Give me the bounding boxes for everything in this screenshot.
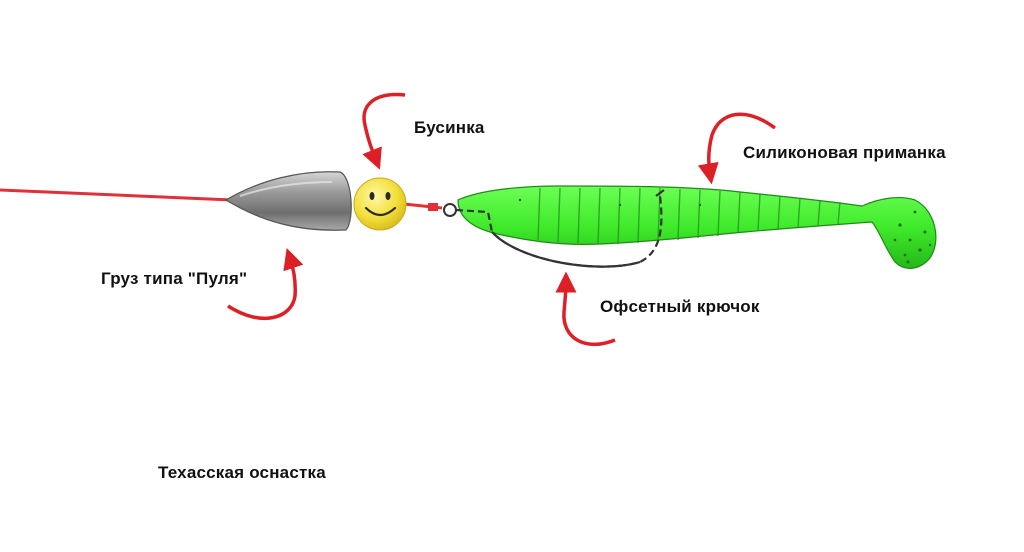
diagram-title: Техасская оснастка (158, 463, 326, 482)
sinker-label: Груз типа "Пуля" (101, 269, 248, 288)
bead-label: Бусинка (414, 118, 485, 137)
fishing-line (0, 188, 233, 202)
lure-arrow (697, 112, 777, 185)
smiley-bead (353, 177, 407, 231)
hook-arrow (555, 271, 616, 346)
silicone-worm-lure (457, 185, 937, 269)
lure-label: Силиконовая приманка (743, 143, 946, 162)
sinker-arrow (227, 248, 304, 321)
offset-hook (455, 189, 665, 268)
bullet-sinker (224, 171, 352, 231)
hook-eye (428, 203, 457, 217)
bead-arrow (362, 92, 406, 170)
hook-label: Офсетный крючок (600, 297, 760, 316)
